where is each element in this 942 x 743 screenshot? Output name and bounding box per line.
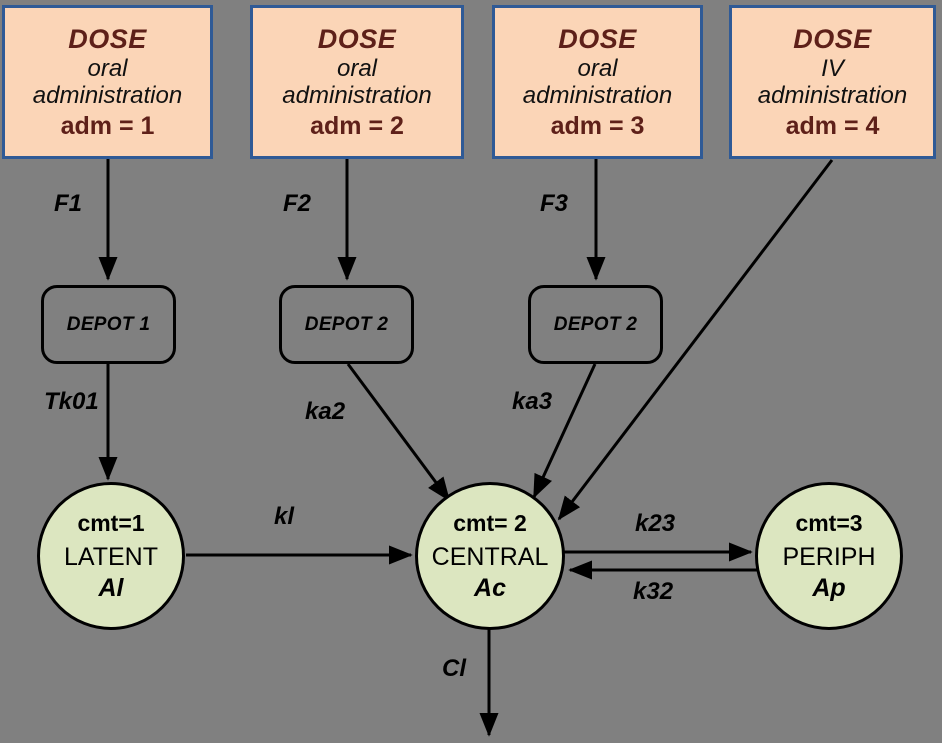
depot-box-1[interactable]: DEPOT 1 bbox=[41, 285, 176, 364]
rate-label-f2: F2 bbox=[283, 190, 312, 217]
dose-adm-code: adm = 4 bbox=[785, 112, 880, 141]
rate-label-cl: Cl bbox=[442, 655, 466, 682]
dose-administration-word: administration bbox=[282, 81, 432, 109]
rate-label-f3: F3 bbox=[540, 190, 569, 217]
rate-label-kl: kl bbox=[274, 503, 295, 530]
depot-label: DEPOT 1 bbox=[66, 313, 151, 335]
depot-box-2[interactable]: DEPOT 2 bbox=[279, 285, 414, 364]
dose-route: oral bbox=[336, 54, 378, 82]
compartment-index: cmt= 2 bbox=[453, 509, 527, 536]
dose-box-adm-1[interactable]: DOSE oral administration adm = 1 bbox=[2, 5, 213, 159]
dose-title: DOSE bbox=[317, 23, 397, 54]
rate-label-k32: k32 bbox=[633, 578, 674, 605]
depot-label: DEPOT 2 bbox=[553, 313, 638, 335]
compartment-latent[interactable]: cmt=1 LATENT Al bbox=[37, 482, 185, 630]
rate-label-ka2: ka2 bbox=[305, 398, 346, 425]
dose-route: oral bbox=[577, 54, 618, 82]
compartment-name: LATENT bbox=[64, 542, 158, 571]
dose-route: IV bbox=[821, 54, 844, 82]
rate-label-k23: k23 bbox=[635, 510, 676, 537]
depot-box-3[interactable]: DEPOT 2 bbox=[528, 285, 663, 364]
compartment-variable: Al bbox=[98, 574, 124, 603]
dose-administration-word: administration bbox=[522, 81, 673, 109]
edge-ka3 bbox=[532, 363, 597, 499]
dose-box-adm-3[interactable]: DOSE oral administration adm = 3 bbox=[492, 5, 703, 159]
dose-adm-code: adm = 1 bbox=[60, 112, 155, 141]
dose-box-adm-4[interactable]: DOSE IV administration adm = 4 bbox=[729, 5, 936, 159]
rate-label-tk01: Tk01 bbox=[44, 388, 99, 415]
dose-administration-word: administration bbox=[757, 81, 908, 109]
dose-box-adm-2[interactable]: DOSE oral administration adm = 2 bbox=[250, 5, 464, 159]
compartment-index: cmt=1 bbox=[77, 509, 145, 536]
compartment-name: PERIPH bbox=[782, 542, 876, 571]
dose-adm-code: adm = 2 bbox=[310, 112, 404, 141]
edge-ka2 bbox=[346, 363, 451, 502]
dose-route: oral bbox=[87, 54, 128, 82]
compartment-name: CENTRAL bbox=[431, 542, 549, 571]
dose-adm-code: adm = 3 bbox=[550, 112, 645, 141]
dose-title: DOSE bbox=[793, 23, 872, 54]
dose-title: DOSE bbox=[558, 23, 637, 54]
dose-administration-word: administration bbox=[32, 81, 183, 109]
depot-label: DEPOT 2 bbox=[304, 313, 389, 335]
compartment-periph[interactable]: cmt=3 PERIPH Ap bbox=[755, 482, 903, 630]
dose-title: DOSE bbox=[68, 23, 147, 54]
rate-label-f1: F1 bbox=[54, 190, 83, 217]
compartment-index: cmt=3 bbox=[795, 509, 863, 536]
compartment-variable: Ap bbox=[812, 574, 846, 603]
compartment-central[interactable]: cmt= 2 CENTRAL Ac bbox=[415, 482, 565, 630]
rate-label-ka3: ka3 bbox=[512, 388, 553, 415]
compartment-variable: Ac bbox=[474, 574, 506, 603]
